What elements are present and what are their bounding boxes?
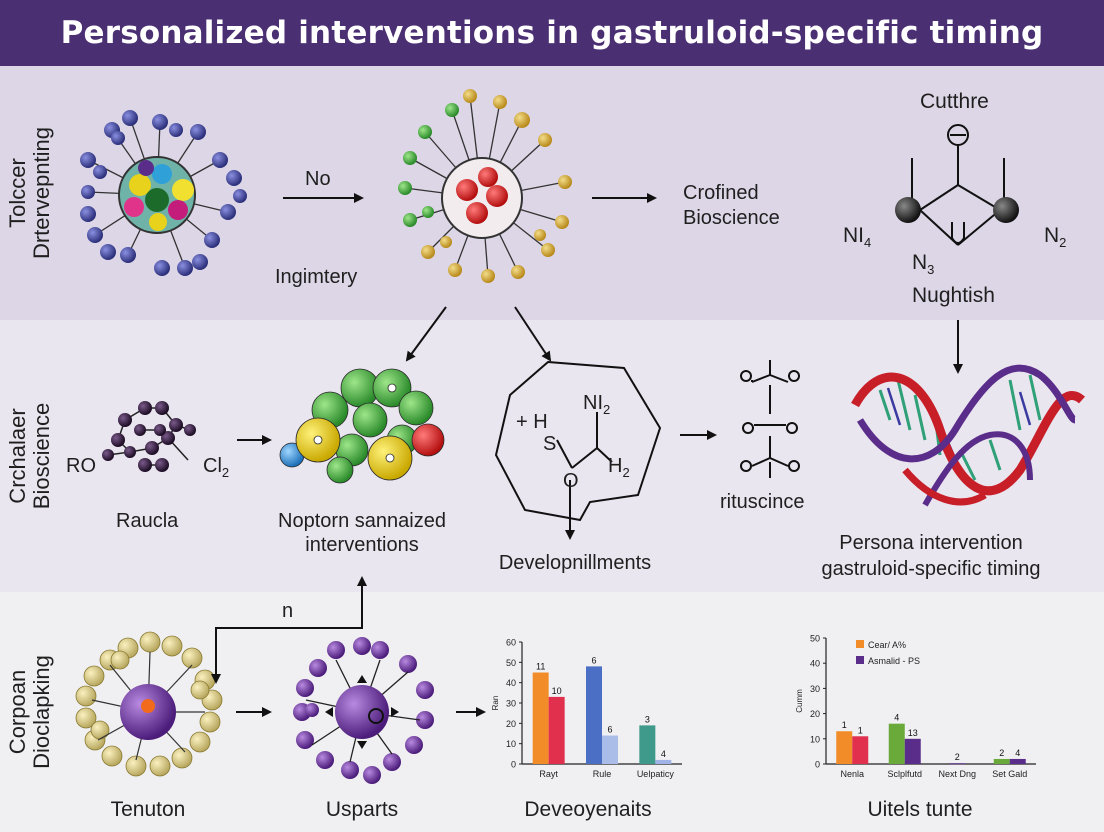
label-nughtish: Nughtish — [912, 284, 995, 307]
legend-swatch — [856, 656, 864, 664]
label-ni2: NI2 — [583, 392, 611, 417]
bar — [852, 736, 869, 764]
bar — [532, 672, 549, 764]
colorful-sphere-cluster — [279, 368, 445, 484]
y-tick-label: 50 — [810, 634, 820, 644]
page-title: Personalized interventions in gastruloid… — [0, 0, 1104, 66]
small-dark-molecule — [102, 401, 196, 472]
bar-data-label: 1 — [858, 725, 863, 735]
bar — [993, 758, 1010, 764]
label-noptorn-interventions: Noptorn sannaized interventions — [278, 510, 446, 556]
category-label: Uelpaticy — [637, 769, 675, 779]
bar — [602, 735, 618, 764]
label-n3: N3 — [912, 251, 935, 278]
label-n2: N2 — [1044, 224, 1067, 251]
category-label: Sclplfutd — [887, 769, 922, 779]
label-rituscince: rituscince — [720, 491, 805, 513]
heptagon-structure — [494, 360, 662, 522]
molecule-diagram-right — [895, 124, 1019, 246]
label-ro: RO — [66, 455, 96, 477]
label-h2: H2 — [608, 455, 630, 480]
arrows — [211, 193, 963, 717]
bar — [949, 763, 966, 765]
category-label: Rule — [593, 769, 612, 779]
nanoparticle-cluster-a — [80, 110, 247, 276]
bar-data-label: 4 — [894, 713, 899, 723]
bar-data-label: 4 — [1015, 748, 1020, 758]
y-tick-label: 30 — [810, 684, 820, 694]
label-o: O — [563, 470, 579, 492]
y-axis-label: Cumm — [795, 689, 804, 713]
label-ingimtery: Ingimtery — [275, 266, 358, 288]
bar-data-label: 4 — [661, 749, 666, 759]
bar — [586, 666, 602, 764]
arrow-label-no: No — [305, 168, 331, 190]
category-label: Nenla — [840, 769, 864, 779]
category-label: Rayt — [539, 769, 558, 779]
category-label: Set Gald — [992, 769, 1027, 779]
label-cl2: Cl2 — [203, 455, 230, 480]
y-tick-label: 0 — [511, 760, 516, 770]
cell-ring-cream — [75, 631, 223, 777]
label-n: n — [282, 600, 294, 622]
bar-data-label: 11 — [536, 662, 545, 672]
nanoparticle-cluster-b — [398, 89, 572, 283]
cell-purple — [293, 637, 434, 784]
bar — [836, 731, 853, 764]
bar-data-label: 1 — [842, 720, 847, 730]
bar — [548, 696, 565, 764]
y-tick-label: 20 — [506, 719, 516, 729]
label-uitels-tunte: Uitels tunte — [867, 798, 973, 821]
y-tick-label: 30 — [506, 699, 516, 709]
dna-helix — [851, 364, 1086, 507]
bar-data-label: 2 — [999, 748, 1004, 758]
legend-label: Asmalid - PS — [868, 656, 920, 666]
label-s: S — [543, 433, 557, 455]
y-tick-label: 20 — [810, 709, 820, 719]
y-tick-label: 50 — [506, 658, 516, 668]
label-tenuton: Tenuton — [110, 798, 186, 821]
y-tick-label: 10 — [506, 739, 516, 749]
label-crofined-bioscience: Crofined Bioscience — [683, 182, 780, 229]
bar — [639, 725, 656, 764]
label-ni4: NI4 — [843, 224, 872, 251]
bar — [888, 723, 905, 764]
label-persona-intervention: Persona intervention gastruloid-specific… — [821, 532, 1041, 580]
label-raucla: Raucla — [116, 510, 179, 532]
label-developnillments: Developnillments — [498, 552, 652, 574]
bar — [1009, 758, 1026, 764]
category-label: Next Dng — [938, 769, 976, 779]
y-tick-label: 10 — [810, 734, 820, 744]
ring-structure — [740, 360, 800, 478]
bar-data-label: 3 — [645, 714, 650, 724]
label-plus-h: + H — [516, 411, 548, 433]
y-tick-label: 40 — [506, 678, 516, 688]
bar-data-label: 6 — [591, 655, 596, 665]
label-usparts: Usparts — [325, 798, 399, 821]
label-developenaits: Deveoyenaits — [524, 798, 652, 821]
bar — [904, 738, 921, 764]
legend-swatch — [856, 640, 864, 648]
bar — [655, 759, 672, 764]
bar-data-label: 6 — [607, 725, 612, 735]
y-axis-label: Ran — [491, 696, 500, 711]
bar-data-label: 2 — [955, 752, 960, 762]
legend-label: Cear/ A% — [868, 640, 906, 650]
label-cutthre: Cutthre — [920, 90, 989, 113]
y-tick-label: 40 — [810, 659, 820, 669]
y-tick-label: 0 — [815, 760, 820, 770]
bar-data-label: 13 — [908, 728, 918, 738]
y-tick-label: 60 — [506, 638, 516, 648]
bar-data-label: 10 — [552, 686, 562, 696]
